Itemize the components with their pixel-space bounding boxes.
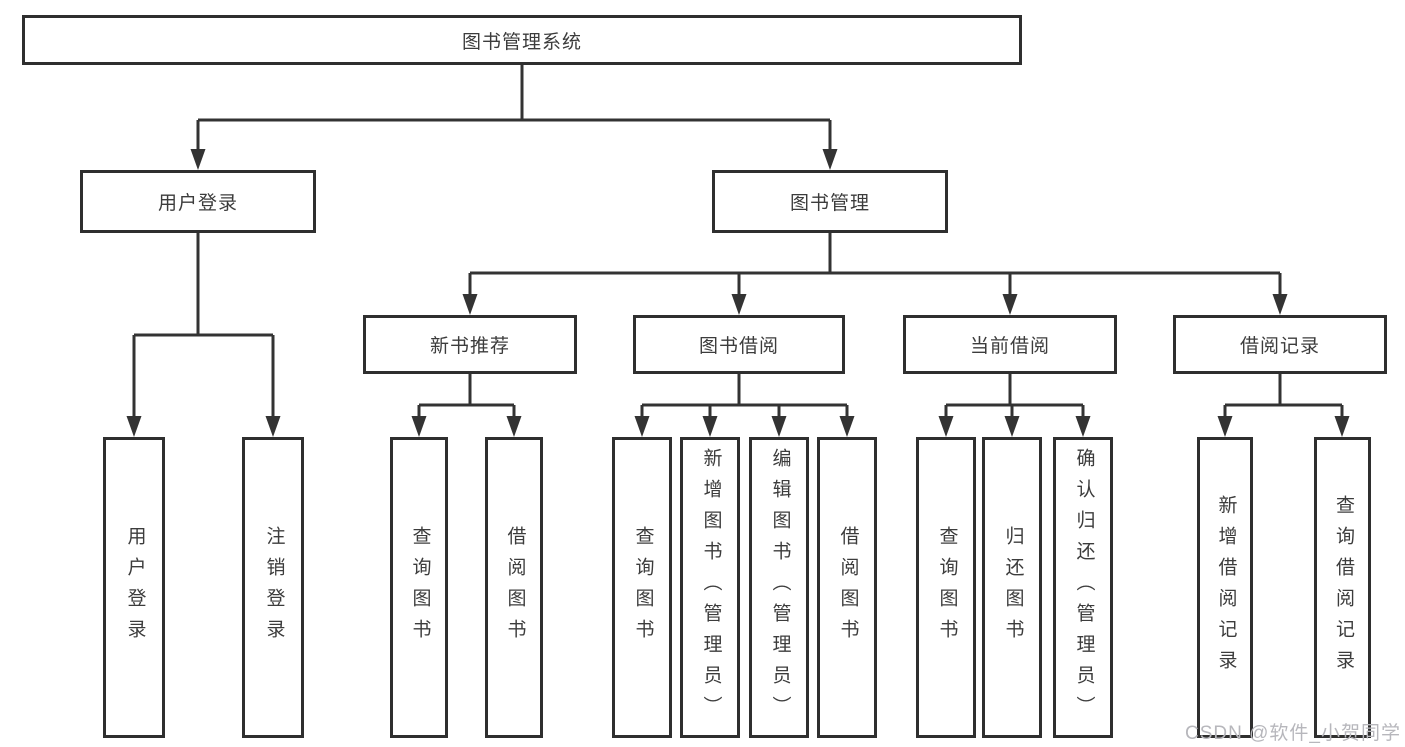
node-book-management-label: 图书管理: [789, 193, 870, 214]
arrowhead: [731, 294, 747, 315]
node-current-borrowing-label: 当前借阅: [969, 336, 1050, 357]
arrowhead: [1004, 416, 1020, 437]
arrowhead: [771, 416, 787, 437]
node-user-login: 用户登录: [80, 170, 316, 233]
leaf-label: 编辑图书（管理员）: [769, 448, 791, 727]
leaf-label: 查询借阅记录: [1332, 494, 1354, 681]
arrowhead: [822, 149, 838, 170]
arrowhead: [126, 416, 142, 437]
leaf-label: 新增图书（管理员）: [700, 448, 722, 727]
node-book-borrowing-label: 图书借阅: [698, 336, 779, 357]
leaf-label: 查询图书: [936, 525, 958, 650]
leaf-query-books-newbooks: 查询图书: [390, 437, 448, 738]
leaf-borrow-books-newbooks: 借阅图书: [485, 437, 543, 738]
leaf-query-books-current: 查询图书: [916, 437, 976, 738]
node-root: 图书管理系统: [22, 15, 1022, 65]
node-borrowing-records-label: 借阅记录: [1239, 336, 1320, 357]
leaf-label: 注销登录: [263, 525, 285, 650]
leaf-label: 查询图书: [409, 525, 431, 650]
node-new-book-recommend-label: 新书推荐: [429, 336, 510, 357]
arrowhead: [265, 416, 281, 437]
arrowhead: [839, 416, 855, 437]
node-new-book-recommend: 新书推荐: [363, 315, 577, 374]
leaf-add-borrow-record: 新增借阅记录: [1197, 437, 1253, 738]
node-user-login-label: 用户登录: [157, 193, 238, 214]
leaf-return-books: 归还图书: [982, 437, 1042, 738]
arrowhead: [190, 149, 206, 170]
leaf-logout: 注销登录: [242, 437, 304, 738]
arrowhead: [411, 416, 427, 437]
node-root-label: 图书管理系统: [461, 31, 582, 53]
leaf-confirm-return-admin: 确认归还（管理员）: [1053, 437, 1113, 738]
leaf-label: 借阅图书: [504, 525, 526, 650]
leaf-query-books-borrowing: 查询图书: [612, 437, 672, 738]
leaf-user-login: 用户登录: [103, 437, 165, 738]
csdn-watermark: CSDN @软件_小贺同学: [1185, 723, 1401, 744]
leaf-edit-books-admin: 编辑图书（管理员）: [749, 437, 809, 738]
leaf-add-books-admin: 新增图书（管理员）: [680, 437, 740, 738]
arrowhead: [1002, 294, 1018, 315]
node-current-borrowing: 当前借阅: [903, 315, 1117, 374]
node-book-management: 图书管理: [712, 170, 948, 233]
arrowhead: [506, 416, 522, 437]
arrowhead: [1075, 416, 1091, 437]
node-book-borrowing: 图书借阅: [633, 315, 845, 374]
arrowhead: [1334, 416, 1350, 437]
leaf-label: 借阅图书: [837, 525, 859, 650]
arrowhead: [1217, 416, 1233, 437]
leaf-query-borrow-record: 查询借阅记录: [1314, 437, 1371, 738]
arrowhead: [634, 416, 650, 437]
leaf-borrow-books-borrowing: 借阅图书: [817, 437, 877, 738]
arrowhead: [702, 416, 718, 437]
arrowhead: [462, 294, 478, 315]
leaf-label: 确认归还（管理员）: [1073, 448, 1095, 727]
leaf-label: 归还图书: [1002, 525, 1024, 650]
leaf-label: 查询图书: [632, 525, 654, 650]
leaf-label: 新增借阅记录: [1215, 494, 1237, 681]
leaf-label: 用户登录: [124, 525, 146, 650]
arrowhead: [938, 416, 954, 437]
arrowhead: [1272, 294, 1288, 315]
node-borrowing-records: 借阅记录: [1173, 315, 1387, 374]
